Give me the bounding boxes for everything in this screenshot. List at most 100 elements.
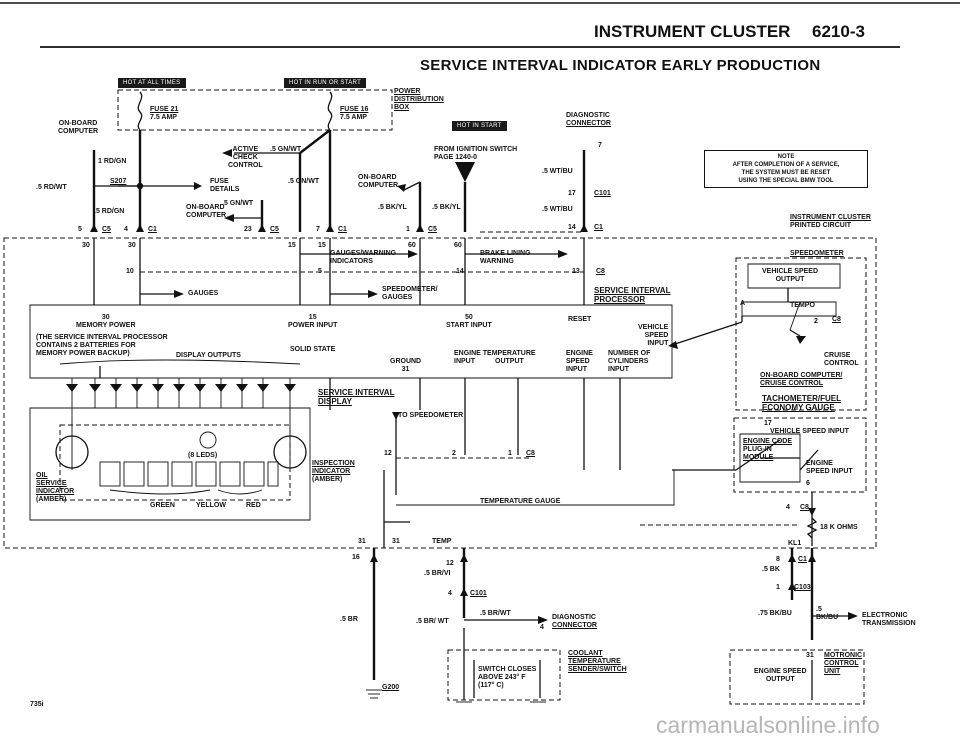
kl1-label: KL1 — [788, 540, 802, 547]
vehicle-speed-in: VEHICLE SPEED INPUT — [770, 428, 849, 435]
wire-gn-wt-2: .5 GN/WT — [288, 178, 320, 185]
pin-1: 1 — [406, 226, 410, 233]
connector-c8-a: C8 — [596, 268, 605, 275]
diagram-subtitle: SERVICE INTERVAL INDICATOR EARLY PRODUCT… — [420, 57, 821, 74]
bottom-pin-12: 12 — [446, 560, 454, 567]
cluster-pin-14: 14 — [456, 268, 464, 275]
cluster-pin-2: 2 — [452, 450, 456, 457]
speedometer-label: SPEEDOMETER — [790, 250, 844, 257]
red-leds: RED — [246, 502, 261, 509]
temperature-gauge: TEMPERATURE GAUGE — [480, 498, 561, 505]
green-leds: GREEN — [150, 502, 175, 509]
connector-c101-top: C101 — [594, 190, 611, 197]
pin-7b: 7 — [598, 142, 602, 149]
wire-gn-wt-1: .5 GN/WT — [270, 146, 302, 153]
connector-c8-b: C8 — [526, 450, 535, 457]
cluster-pin-10: 10 — [126, 268, 134, 275]
bottom-pin-4b: 4 — [540, 624, 544, 631]
pin-4: 4 — [124, 226, 128, 233]
ground-g200: G200 — [382, 684, 400, 691]
page-title: INSTRUMENT CLUSTER — [594, 22, 791, 41]
wire-rd-gn-1: 1 RD/GN — [98, 158, 127, 165]
cluster-pin-31b: 31 — [392, 538, 400, 545]
tempo-label: TEMPO — [790, 302, 815, 309]
pin-60b: 60 — [454, 242, 462, 249]
pin-17: 17 — [568, 190, 576, 197]
pin-30a: 30 — [82, 242, 90, 249]
solid-state: SOLID STATE — [290, 346, 336, 353]
wire-wt-bu-1: .5 WT/BU — [542, 168, 573, 175]
connector-c5-c: C5 — [428, 226, 437, 233]
pin-30b: 30 — [128, 242, 136, 249]
bottom-pin-31: 31 — [806, 652, 814, 659]
pin-7: 7 — [316, 226, 320, 233]
wire-bk-yl-2: .5 BK/YL — [432, 204, 461, 211]
connector-c101-bottom: C101 — [470, 590, 487, 597]
connector-c1-a: C1 — [148, 226, 157, 233]
pin-60a: 60 — [408, 242, 416, 249]
bottom-pin-8: 8 — [776, 556, 780, 563]
cluster-pin-13: 13 — [572, 268, 580, 275]
wire-br-left: .5 BR — [340, 616, 358, 623]
fuse-16-label: FUSE 16 — [340, 106, 369, 113]
wire-wt-bu-2: .5 WT/BU — [542, 206, 573, 213]
speedometer-gauges: SPEEDOMETER/GAUGES — [382, 286, 438, 301]
tach-pin-6: 6 — [806, 480, 810, 487]
display-outputs: DISPLAY OUTPUTS — [176, 352, 241, 359]
onboard-cruise-control: ON-BOARD COMPUTER/CRUISE CONTROL — [760, 372, 843, 387]
wire-br-vi: .5 BR/VI — [424, 570, 451, 577]
to-speedometer: TO SPEEDOMETER — [398, 412, 464, 419]
cluster-pin-12a: 12 — [384, 450, 392, 457]
leds-label: (8 LEDS) — [188, 452, 218, 459]
fuse-16-amp: 7.5 AMP — [340, 114, 367, 121]
cluster-pin-31a: 31 — [358, 538, 366, 545]
wire-bk-bu-1: .75 BK/BU — [758, 610, 792, 617]
cluster-pin-4: 4 — [786, 504, 790, 511]
watermark: carmanualsonline.info — [656, 712, 880, 738]
wire-rd-wt: .5 RD/WT — [36, 184, 67, 191]
pin-15b: 15 — [318, 242, 326, 249]
fuse-21-amp: 7.5 AMP — [150, 114, 177, 121]
pin-5: 5 — [78, 226, 82, 233]
connector-c1-bottom: C1 — [798, 556, 807, 563]
cluster-pin-1: 1 — [508, 450, 512, 457]
gauges-label: GAUGES — [188, 290, 219, 297]
resistor-18k-ohms: 18 K OHMS — [820, 524, 858, 531]
temp-label: TEMP — [432, 538, 452, 545]
wire-gn-wt-3: .5 GN/WT — [222, 200, 254, 207]
wire-rd-gn-2: .5 RD/GN — [94, 208, 125, 215]
connector-c1-b: C1 — [338, 226, 347, 233]
bottom-pin-16: 16 — [352, 554, 360, 561]
pin-14: 14 — [568, 224, 576, 231]
connector-c5-b: C5 — [270, 226, 279, 233]
wire-br-wt-1: .5 BR/ WT — [416, 618, 449, 625]
